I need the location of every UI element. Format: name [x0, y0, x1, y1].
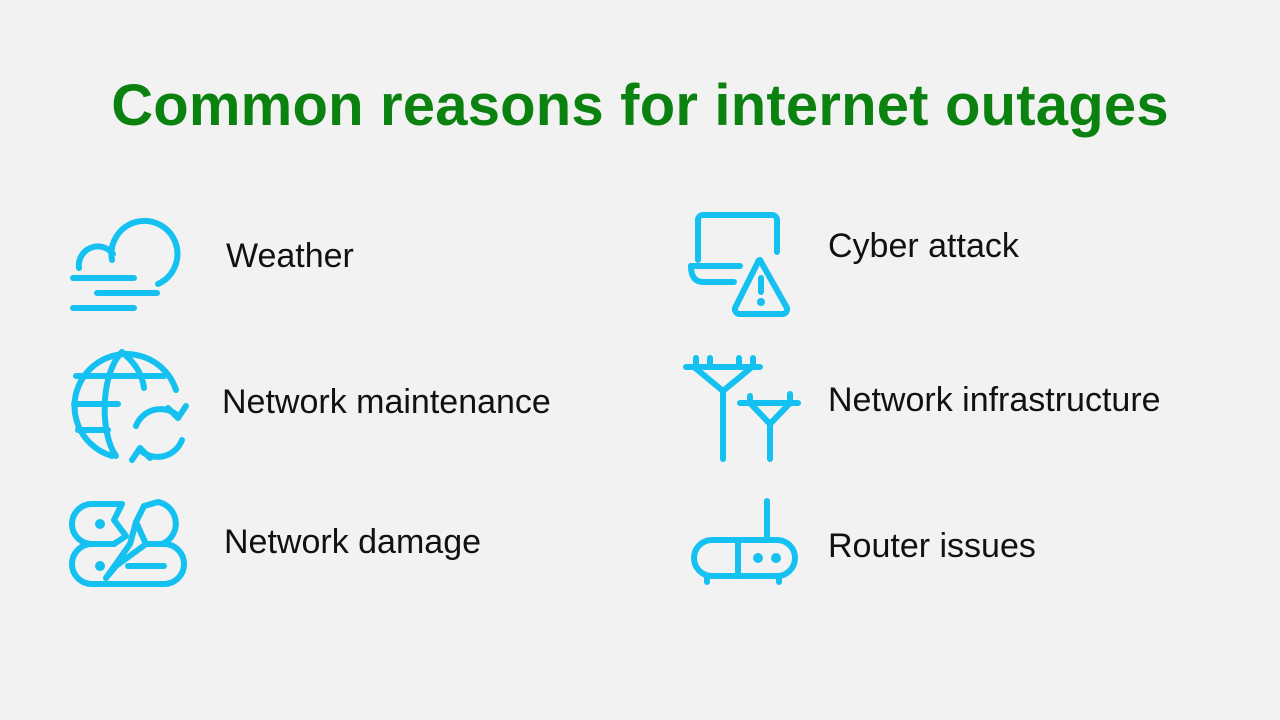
reason-label: Weather — [226, 237, 354, 275]
reason-label: Cyber attack — [828, 227, 1019, 265]
reason-label: Network infrastructure — [828, 381, 1161, 419]
reason-label: Network damage — [224, 523, 482, 561]
reason-label: Router issues — [828, 527, 1036, 565]
globe-refresh-icon — [71, 349, 189, 463]
laptop-warning-icon — [688, 212, 791, 317]
reason-label: Network maintenance — [222, 383, 551, 421]
broken-server-icon — [69, 499, 187, 587]
utility-poles-icon — [683, 355, 801, 462]
cloud-wind-icon — [70, 217, 181, 311]
page-title: Common reasons for internet outages — [111, 73, 1169, 138]
router-icon — [691, 498, 798, 585]
